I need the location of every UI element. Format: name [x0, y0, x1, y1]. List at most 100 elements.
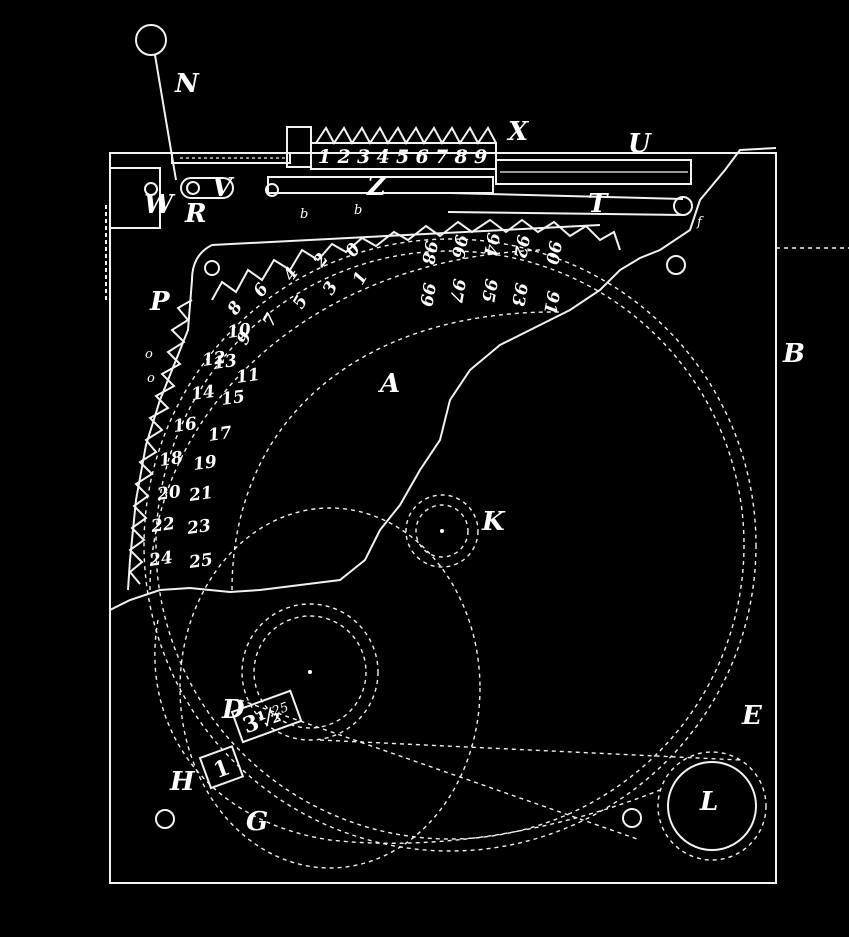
label-v: V: [212, 173, 235, 203]
sector-teeth-left: [128, 299, 193, 585]
ring-inner-arc: [231, 311, 561, 591]
rod-t-pivot: [673, 196, 693, 216]
window-box-1: 1: [198, 745, 245, 790]
rack-digit: 2: [337, 146, 351, 168]
slot-pin: [186, 181, 200, 195]
label-w: W: [144, 190, 176, 220]
rack-digit: 9: [474, 146, 487, 168]
label-n: N: [174, 69, 200, 99]
ring-number-outer: 18: [158, 448, 184, 471]
label-r: R: [184, 199, 207, 229]
gear-k-center: [440, 529, 444, 533]
rod-t-top: [449, 192, 684, 200]
ring-number-outer: 14: [190, 382, 216, 405]
hole-bottom-right: [622, 808, 642, 828]
main-wheel-outline: [143, 238, 757, 852]
ring-number-top-outer: 2: [309, 250, 333, 272]
gear-d-center: [308, 670, 312, 674]
lever-knob: [135, 24, 167, 56]
ring-number-right-inner: 95: [477, 277, 501, 304]
label-x: X: [506, 117, 530, 147]
rack-digit: 5: [396, 146, 409, 168]
belt-g: [154, 619, 661, 844]
window-box-1-value: 1: [210, 754, 233, 784]
rack-digit: 6: [416, 146, 429, 168]
ring-number-inner: 23: [185, 516, 212, 539]
rack-digit: 8: [454, 146, 468, 168]
ring-number-outer: 22: [149, 514, 176, 537]
window-box-2-small: 25: [269, 700, 291, 720]
rod-t-bottom: [447, 211, 684, 216]
left-mark-2: o: [147, 371, 155, 386]
main-wheel-inner: [155, 250, 745, 840]
ring-number-top-inner: 3: [319, 278, 342, 298]
rack-digit: 7: [435, 146, 448, 168]
gear-k-outer: [405, 494, 479, 568]
label-f: f: [696, 215, 704, 230]
label-z: Z: [366, 172, 387, 202]
ring-number-outer: 10: [226, 320, 252, 343]
rack-teeth: [315, 126, 497, 145]
machine-frame: [109, 152, 777, 884]
ring-number-right-inner: 99: [415, 281, 439, 308]
gear-l-outer: [657, 751, 767, 861]
ring-number-outer: 12: [201, 348, 227, 371]
gear-d-outer: [241, 603, 379, 741]
rod-u: [495, 159, 692, 185]
ring-number-outer: 16: [172, 414, 198, 437]
label-e: E: [741, 701, 763, 731]
ring-number-top-inner: 7: [259, 310, 282, 330]
ring-number-inner: 25: [187, 550, 214, 573]
ring-number-right-outer: 90: [541, 239, 565, 266]
ring-number-inner: 13: [212, 351, 238, 374]
ring-number-right-inner: 91: [539, 289, 563, 316]
label-u: U: [628, 129, 652, 159]
label-h: H: [169, 767, 196, 797]
label-p: P: [149, 287, 171, 317]
label-a: A: [377, 369, 400, 399]
ring-number-right-inner: 93: [507, 281, 531, 308]
ring-number-inner: 21: [187, 483, 214, 506]
break-line-right: [109, 147, 777, 611]
gear-d-inner: [253, 615, 367, 729]
ring-number-inner: 19: [192, 452, 218, 475]
ring-number-right-outer: 96: [447, 233, 471, 260]
belt-crossing: [239, 699, 641, 841]
ring-number-right-outer: 92: [509, 233, 533, 260]
ring-number-outer: 20: [155, 482, 182, 505]
label-t: T: [588, 189, 609, 219]
gear-l-inner: [667, 761, 757, 851]
ring-outer-arc: [149, 249, 541, 591]
sector-hole: [204, 260, 220, 276]
sector-plate: [127, 244, 213, 591]
ring-number-right-outer: 94: [479, 231, 503, 258]
label-g: G: [246, 807, 268, 837]
slide-z-pin: [265, 183, 279, 197]
ring-number-top-inner: 1: [349, 268, 372, 288]
ring-number-right-inner: 97: [445, 277, 469, 304]
gear-e-outline: [179, 507, 481, 869]
label-k: K: [481, 507, 506, 537]
label-b: B: [782, 339, 805, 369]
left-mark-1: o: [145, 347, 153, 362]
label-l: L: [699, 787, 718, 817]
gear-k-inner: [415, 504, 469, 558]
hole-bottom-left: [155, 809, 175, 829]
ring-number-right-outer: 98: [417, 239, 441, 266]
ring-number-inner: 11: [235, 365, 261, 388]
left-pivot: [144, 182, 158, 196]
ring-number-inner: 17: [207, 423, 233, 446]
ring-number-outer: 24: [147, 548, 174, 571]
slot-v: [180, 177, 234, 199]
ring-number-top-inner: 5: [289, 292, 312, 312]
label-b-1: b: [300, 207, 308, 222]
top-bar: [171, 152, 291, 164]
ring-number-inner: 15: [220, 387, 246, 410]
hole-top-right: [666, 255, 686, 275]
belt-crossing-2: [319, 739, 741, 761]
label-b-2: b: [354, 203, 362, 218]
ring-number-top-outer: 0: [342, 240, 365, 261]
